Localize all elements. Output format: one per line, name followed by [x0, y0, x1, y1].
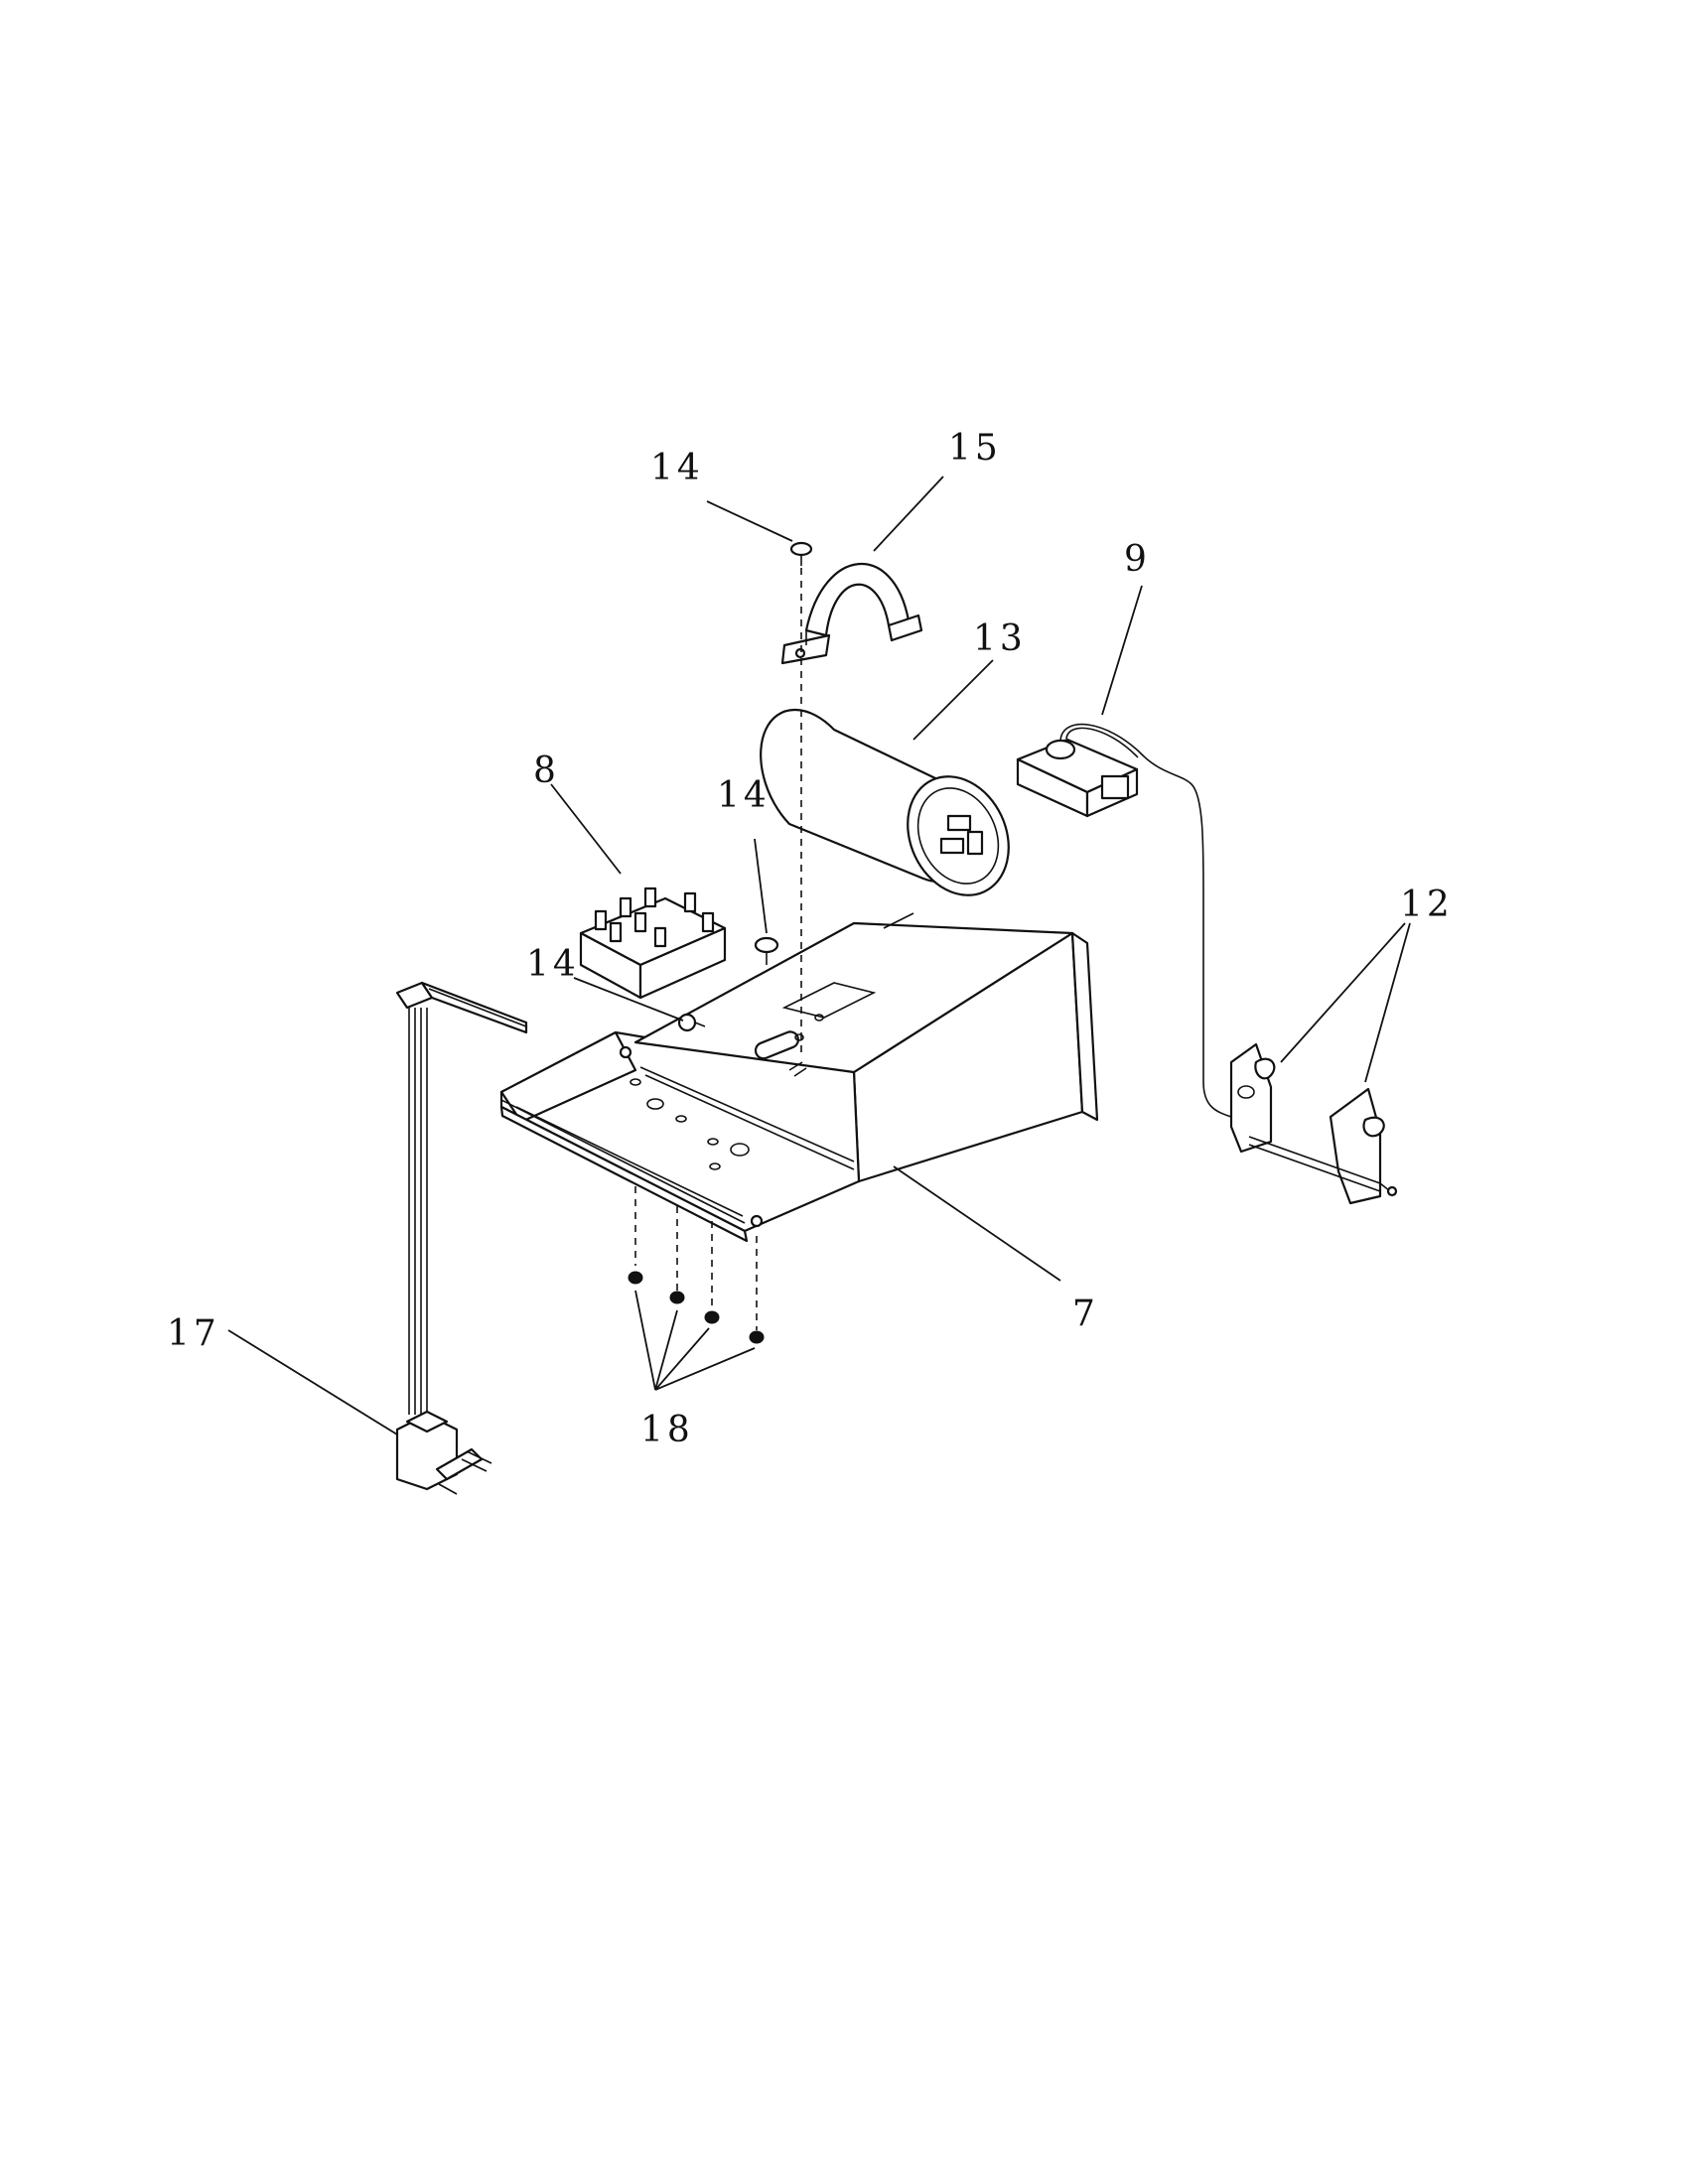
power-cord — [395, 981, 528, 1495]
capacitor-strap — [780, 563, 923, 665]
callout-13: 13 — [973, 618, 1027, 659]
callout-17: 17 — [167, 1313, 220, 1354]
base-tray — [499, 912, 1099, 1243]
capacitor — [760, 708, 1010, 896]
callout-14-left: 14 — [526, 944, 580, 985]
screw-mid — [754, 936, 779, 965]
callout-15: 15 — [948, 428, 1002, 469]
callout-18: 18 — [640, 1410, 694, 1450]
callout-14-top: 14 — [650, 448, 704, 488]
sensor-brackets — [1202, 1042, 1398, 1205]
callout-9: 9 — [1124, 539, 1151, 580]
callouts: 14 15 9 13 8 14 12 14 7 17 18 — [167, 428, 1454, 1450]
callout-12: 12 — [1400, 885, 1454, 925]
callout-14-mid: 14 — [717, 775, 771, 816]
bottom-screws — [628, 1186, 765, 1344]
screw-left — [677, 1013, 706, 1032]
callout-8: 8 — [533, 751, 560, 791]
screw-top — [789, 541, 813, 566]
thermostat — [1016, 723, 1204, 1082]
relay — [579, 887, 727, 1000]
callout-7: 7 — [1072, 1294, 1099, 1334]
leader-lines — [227, 476, 1411, 1435]
